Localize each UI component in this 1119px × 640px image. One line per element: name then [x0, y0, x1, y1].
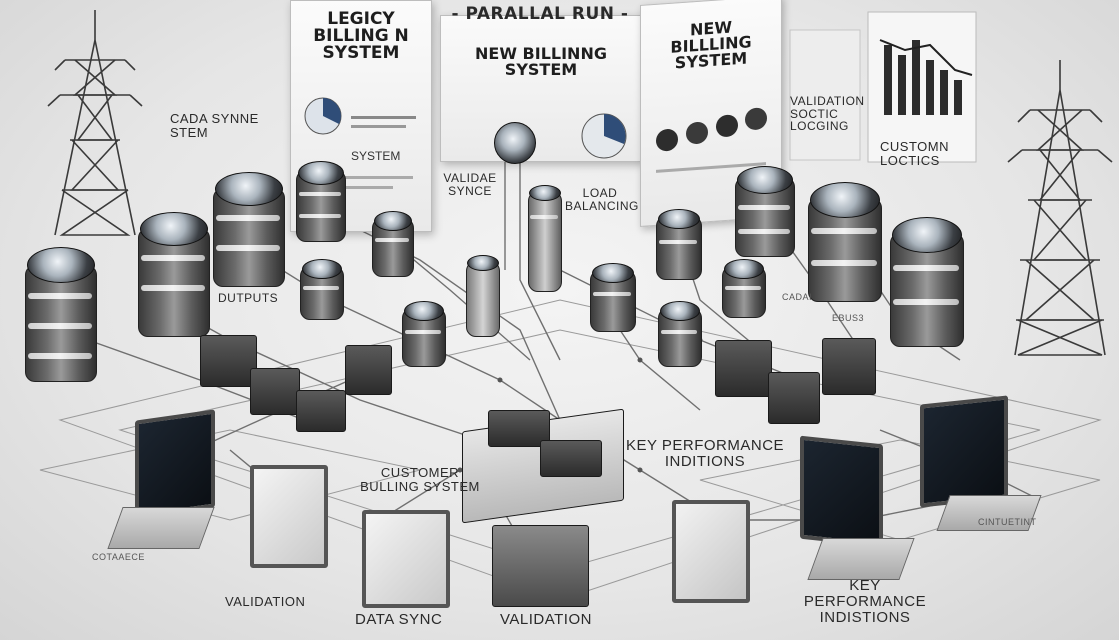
database-server-icon — [528, 185, 562, 292]
database-server-icon — [890, 215, 964, 347]
database-server-icon — [402, 300, 446, 367]
network-switch-icon — [492, 525, 589, 607]
network-switch-icon — [715, 340, 772, 397]
database-server-icon — [656, 208, 702, 280]
label-data-sync-bottom: DATA SYNC — [355, 611, 443, 628]
label-cadai: CADAI — [782, 292, 813, 302]
label-validation-bottom: VALIDATION — [500, 611, 592, 628]
network-switch-icon — [822, 338, 876, 395]
new-center-panel-title: NEW BILLINNG SYSTEM — [475, 44, 607, 79]
bar-chart-icon — [867, 11, 977, 163]
label-customer-billing: CUSTOMER BULLING SYSTEM — [360, 465, 480, 494]
laptop-icon — [95, 409, 220, 550]
transmission-tower-icon-right — [1007, 60, 1113, 356]
label-data-sync-left: CADA SYNNE STEM — [170, 111, 259, 140]
database-server-icon — [735, 165, 795, 257]
label-load-balancing: LOAD BALANCING — [565, 186, 639, 213]
laptop-icon — [362, 510, 457, 615]
label-validation-logging: VALIDATION SOCTIC LOCGING — [790, 94, 865, 134]
network-switch-icon — [345, 345, 392, 395]
label-cotaaece: COTAAECE — [92, 552, 145, 562]
new-right-panel-title: NEW BILLLING SYSTEM — [670, 17, 752, 73]
pie-chart-icon-center — [581, 113, 627, 159]
database-server-icon — [372, 210, 414, 277]
label-kpi-center: KEY PERFORMANCE INDITIONS — [625, 437, 785, 470]
network-switch-icon — [250, 368, 300, 415]
database-server-icon — [590, 262, 636, 332]
database-server-icon — [296, 160, 346, 242]
database-server-icon — [808, 180, 882, 302]
label-outputs: DUTPUTS — [218, 291, 279, 305]
laptop-icon — [795, 435, 915, 580]
database-server-icon — [658, 300, 702, 367]
database-server-icon — [494, 122, 536, 164]
diagram-title: - PARALLAL RUN - — [451, 4, 629, 24]
new-billing-panel-center: NEW BILLINNG SYSTEM — [440, 15, 642, 162]
database-server-icon — [300, 258, 344, 320]
pie-chart-icon — [304, 97, 342, 135]
database-server-icon — [138, 210, 210, 337]
label-validation-sync: VALIDAE SYNCE — [443, 171, 497, 198]
network-switch-icon — [768, 372, 820, 424]
laptop-icon — [918, 395, 1043, 531]
database-server-icon — [25, 245, 97, 382]
transmission-tower-icon-left — [47, 10, 143, 236]
database-server-icon — [722, 258, 766, 318]
network-switch-icon — [488, 410, 550, 447]
legacy-panel-subtitle: SYSTEM — [351, 149, 401, 163]
network-switch-icon — [296, 390, 346, 432]
database-server-icon — [466, 255, 500, 337]
label-kpi-bottom: KEY PERFORMANCE INDISTIONS — [803, 577, 927, 626]
legacy-panel-title: LEGICY BILLING N SYSTEM — [313, 9, 409, 63]
label-validation-left: VALIDATION — [225, 594, 306, 609]
database-server-icon — [213, 170, 285, 287]
laptop-icon — [250, 465, 330, 575]
label-cintuetint: CINTUETINT — [978, 517, 1037, 527]
label-ebus: EBUS3 — [832, 313, 865, 323]
laptop-icon — [672, 500, 752, 610]
network-switch-icon — [540, 440, 602, 477]
network-switch-icon — [200, 335, 257, 387]
label-customer-loctics: CUSTOMN LOCTICS — [880, 139, 949, 168]
